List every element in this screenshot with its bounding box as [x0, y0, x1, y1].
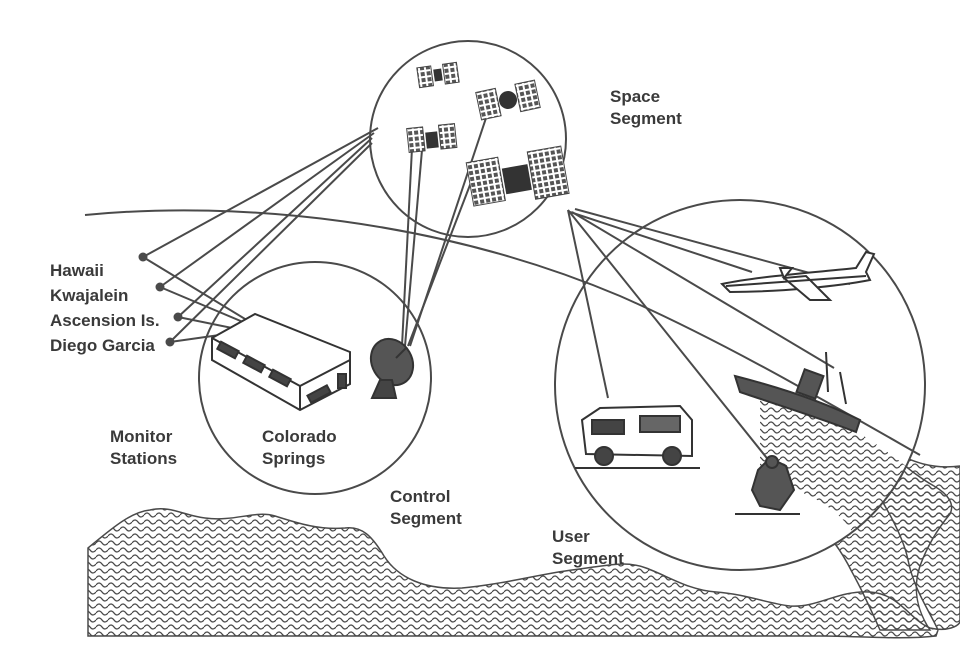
soldier-receiver — [735, 455, 800, 515]
space-segment-circle — [369, 40, 567, 238]
gps-satellite-4 — [465, 145, 570, 207]
antenna-uplink-lines — [401, 111, 489, 347]
control-segment-label: Control Segment — [390, 487, 462, 528]
monitor-station-dots — [138, 252, 183, 347]
jet-airliner — [719, 250, 876, 301]
station-diego-garcia: Diego Garcia — [50, 336, 155, 355]
gps-satellite-2 — [475, 79, 541, 121]
user-downlink-lines — [567, 208, 851, 463]
user-segment-label: User Segment — [552, 527, 624, 568]
gps-satellite-3 — [406, 123, 458, 154]
space-segment-label: Space Segment — [610, 87, 682, 128]
warship — [733, 351, 862, 434]
station-hawaii: Hawaii — [50, 261, 104, 280]
dish-antenna — [369, 337, 415, 399]
colorado-springs-label: Colorado Springs — [262, 427, 337, 468]
station-ascension: Ascension Is. — [50, 311, 160, 330]
control-center-building — [211, 312, 351, 412]
gps-satellite-1 — [416, 61, 460, 89]
station-kwajalein: Kwajalein — [50, 286, 129, 305]
military-vehicle — [575, 404, 700, 469]
station-list: Hawaii Kwajalein Ascension Is. Diego Gar… — [50, 258, 160, 358]
monitor-stations-label: Monitor Stations — [110, 427, 178, 468]
